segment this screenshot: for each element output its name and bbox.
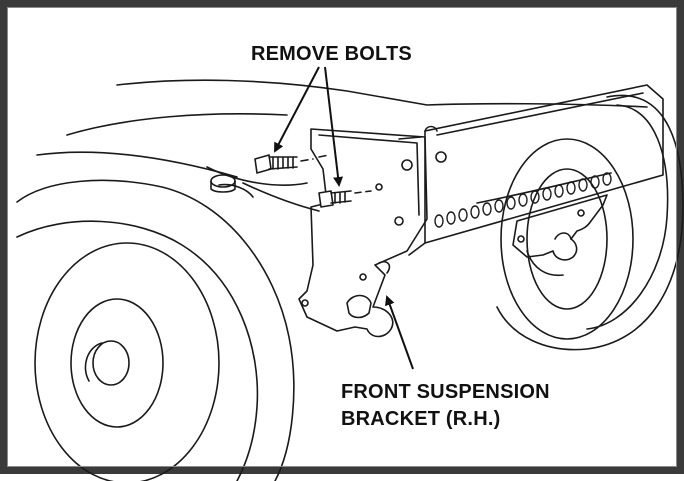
suspension-arm [408,84,664,256]
left-hand-bracket [512,194,608,261]
leader-arrows [274,66,414,370]
mower-body-outline [36,79,648,186]
bolt-lower [318,190,372,208]
front-axle [210,174,320,212]
bolt-upper [254,154,330,174]
bracket-leader [385,295,414,370]
front-wheel-left [16,179,295,481]
mower-front-suspension-illustration [16,66,684,481]
remove-bolts-leader-upper [274,66,320,153]
front-suspension-bracket-rh [298,125,438,338]
remove-bolts-callout: REMOVE BOLTS [251,43,412,65]
arm-slots [434,172,612,228]
bracket-callout-line-2: BRACKET (R.H.) [341,408,501,430]
rear-wheel-right [496,94,684,351]
bracket-callout-line-1: FRONT SUSPENSION [341,381,550,403]
front-suspension-bracket-callout: FRONT SUSPENSION BRACKET (R.H.) [341,379,550,433]
remove-bolts-leader-lower [324,66,344,187]
